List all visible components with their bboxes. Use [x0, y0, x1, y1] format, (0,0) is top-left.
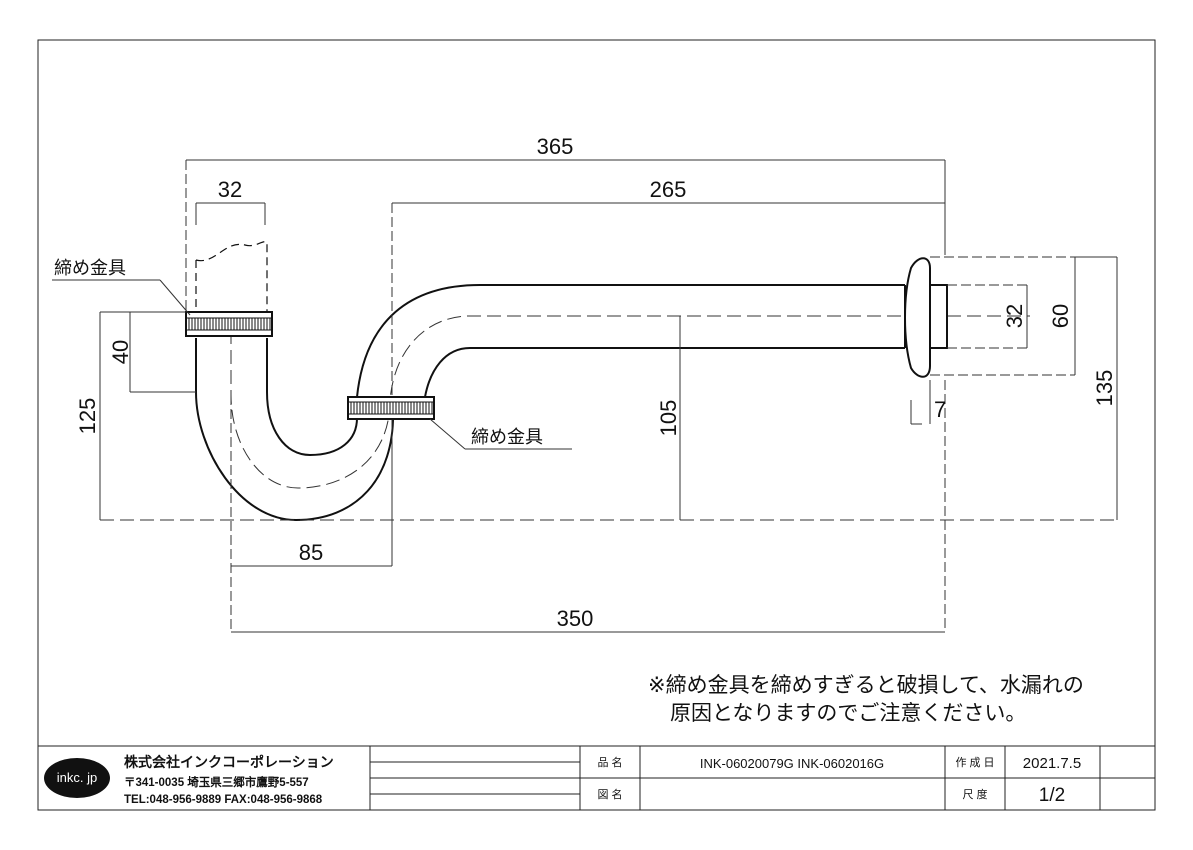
dim-125: 125 [75, 398, 100, 435]
scale-label: 尺 度 [962, 787, 987, 801]
label-fitting-left: 締め金具 [54, 258, 126, 278]
label-fitting-mid: 締め金具 [471, 427, 543, 447]
inlet-pipe-dashed [195, 241, 268, 312]
dim-85: 85 [299, 540, 323, 565]
dim-60: 60 [1048, 304, 1073, 328]
fitting-nut-left [185, 311, 273, 337]
p-trap-pipe [195, 284, 905, 522]
dimension-lines [52, 159, 1118, 633]
dim-265: 265 [650, 177, 687, 202]
scale-value: 1/2 [1039, 785, 1065, 806]
company-logo [44, 758, 110, 798]
dim-32-right: 32 [1002, 304, 1027, 328]
company-address: 〒341-0035 埼玉県三郷市鷹野5-557 [124, 775, 309, 789]
caution-note-line1: ※締め金具を締めすぎると破損して、水漏れの [648, 674, 1084, 697]
dim-7: 7 [934, 397, 946, 422]
date-label: 作 成 日 [955, 756, 994, 769]
part-name-value: INK-06020079G INK-0602016G [700, 756, 884, 771]
company-name: 株式会社インクコーポレーション [124, 754, 334, 770]
dim-32-top: 32 [218, 177, 242, 202]
date-value: 2021.7.5 [1023, 755, 1081, 772]
fitting-nut-mid [347, 396, 435, 420]
part-name-label: 品 名 [597, 755, 622, 769]
drawing-name-label: 図 名 [597, 787, 622, 801]
pipe-centerline [230, 315, 1030, 489]
dim-40: 40 [108, 340, 133, 364]
dim-135: 135 [1092, 370, 1117, 407]
dim-365: 365 [537, 134, 574, 159]
title-block [37, 745, 1156, 811]
dim-350: 350 [557, 606, 594, 631]
dim-105: 105 [656, 400, 681, 437]
logo-text: inkc. jp [57, 770, 97, 785]
caution-note-line2: 原因となりますのでご注意ください。 [670, 702, 1026, 725]
company-contact: TEL:048-956-9889 FAX:048-956-9868 [124, 794, 323, 806]
wall-flange [904, 257, 948, 378]
